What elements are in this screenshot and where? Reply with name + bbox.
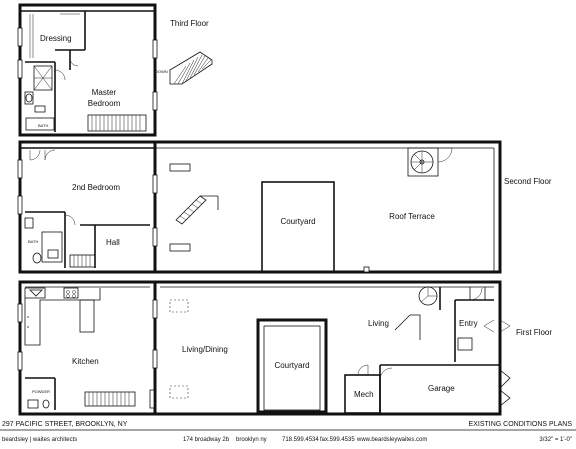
- spiral-stair: [407, 147, 453, 177]
- first-floor-rear-outline: [153, 280, 502, 416]
- project-address: 297 PACIFIC STREET, BROOKLYN, NY: [2, 421, 128, 428]
- roof-terrace-outline: [153, 140, 502, 274]
- kitchen-island: [79, 299, 95, 333]
- first-floor-plan: o o POWDER Kitchen Living/Dining: [17, 280, 552, 416]
- kitchen-stair: [84, 391, 136, 407]
- hall-label: Hall: [106, 238, 120, 247]
- living-dining-label: Living/Dining: [182, 345, 228, 354]
- master-bedroom-label-1: Master: [92, 88, 117, 97]
- third-floor-interior-stair: [87, 114, 147, 132]
- garage-label: Garage: [428, 384, 455, 393]
- second-bath-label: BATH: [28, 239, 38, 244]
- skylight: [169, 243, 191, 252]
- courtyard-lower-outline: [256, 318, 328, 414]
- firm-street: 174 broadway 2b: [183, 437, 230, 443]
- second-bedroom-label: 2nd Bedroom: [72, 183, 120, 192]
- skylight-outline: [169, 385, 189, 399]
- second-floor-title: Second Floor: [504, 177, 552, 186]
- third-floor-plan: BATH Dressing Master Bedroom: [17, 3, 213, 137]
- svg-text:o: o: [27, 324, 30, 329]
- second-floor-hall-stair: [69, 254, 96, 268]
- firm-website: www.beardsleywaites.com: [356, 437, 427, 443]
- third-floor-title: Third Floor: [170, 19, 209, 28]
- courtyard-upper-label: Courtyard: [280, 217, 315, 226]
- title-block: 297 PACIFIC STREET, BROOKLYN, NY EXISTIN…: [0, 421, 576, 443]
- second-floor-plan: BATH 2nd Bedroom Hall Courtyard: [17, 140, 552, 274]
- firm-name: beardsley | waites architects: [2, 437, 77, 443]
- first-floor-title: First Floor: [516, 328, 552, 337]
- roof-drain: [363, 266, 370, 273]
- first-floor-spiral-stair: [418, 286, 438, 306]
- third-floor-exterior-stair: DOWN: [155, 51, 213, 85]
- firm-fax: fax.599.4535: [320, 437, 355, 443]
- courtyard-lower-label: Courtyard: [274, 361, 309, 370]
- dressing-label: Dressing: [40, 34, 72, 43]
- second-floor-main-outline: [18, 140, 157, 274]
- master-bedroom-label-2: Bedroom: [88, 99, 121, 108]
- third-floor-outline: [18, 3, 157, 137]
- mech-label: Mech: [354, 390, 374, 399]
- drawing-scale: 3/32" = 1'-0": [539, 437, 572, 443]
- third-bath-label: BATH: [38, 123, 48, 128]
- svg-text:o: o: [27, 314, 30, 319]
- firm-phone: 718.599.4534: [282, 437, 319, 443]
- roof-terrace-label: Roof Terrace: [389, 212, 435, 221]
- plan-title: EXISTING CONDITIONS PLANS: [469, 421, 573, 428]
- living-label: Living: [368, 319, 389, 328]
- firm-city: brooklyn ny: [236, 437, 267, 443]
- skylight-outline: [169, 299, 189, 313]
- second-floor-diagonal-stair: [175, 195, 219, 225]
- entry-label: Entry: [459, 319, 478, 328]
- kitchen-label: Kitchen: [72, 357, 99, 366]
- courtyard-upper-outline: [261, 181, 335, 273]
- skylight: [169, 163, 191, 172]
- down-stair-label: DOWN: [155, 69, 168, 74]
- powder-label: POWDER: [32, 389, 50, 394]
